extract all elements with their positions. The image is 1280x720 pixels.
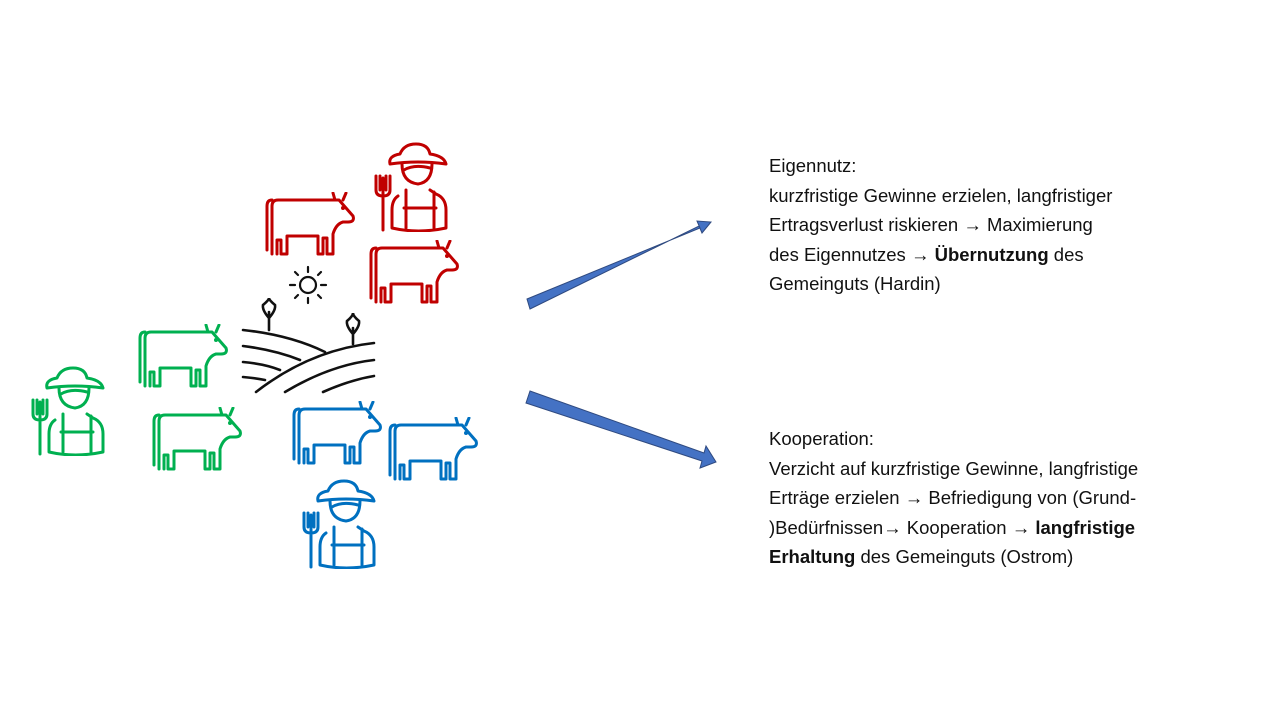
arrow-glyph: →	[1011, 516, 1031, 538]
eigennutz-line4: Gemeinguts (Hardin)	[769, 273, 941, 294]
sun-icon	[288, 265, 328, 305]
kooperation-text: Kooperation: Verzicht auf kurzfristige G…	[769, 424, 1138, 572]
eigennutz-title: Eigennutz:	[769, 155, 857, 176]
eigennutz-line3: des Eigennutzes → Übernutzung des	[769, 243, 1084, 265]
arrow-to-eigennutz	[526, 220, 712, 310]
kooperation-line3: )Bedürfnissen→ Kooperation → langfristig…	[769, 516, 1136, 538]
kooperation-line1: Verzicht auf kurzfristige Gewinne, langf…	[769, 457, 1139, 479]
arrow-glyph: →	[910, 243, 930, 265]
kooperation-line2: Erträge erzielen → Befriedigung von (Gru…	[769, 487, 1137, 508]
field-icon	[241, 297, 376, 394]
kooperation-line4: Erhaltung des Gemeinguts (Ostrom)	[769, 546, 1074, 567]
eigennutz-line1: kurzfristige Gewinne erzielen, langfrist…	[769, 184, 1113, 206]
arrow-glyph: →	[904, 487, 924, 508]
kooperation-title: Kooperation:	[769, 428, 874, 449]
arrow-glyph: →	[883, 516, 902, 538]
arrow-glyph: →	[963, 214, 982, 235]
eigennutz-line2: Ertragsverlust riskieren → Maximierung	[769, 214, 1093, 235]
arrow-to-kooperation	[525, 390, 717, 469]
eigennutz-text: Eigennutz: kurzfristige Gewinne erzielen…	[769, 151, 1112, 299]
